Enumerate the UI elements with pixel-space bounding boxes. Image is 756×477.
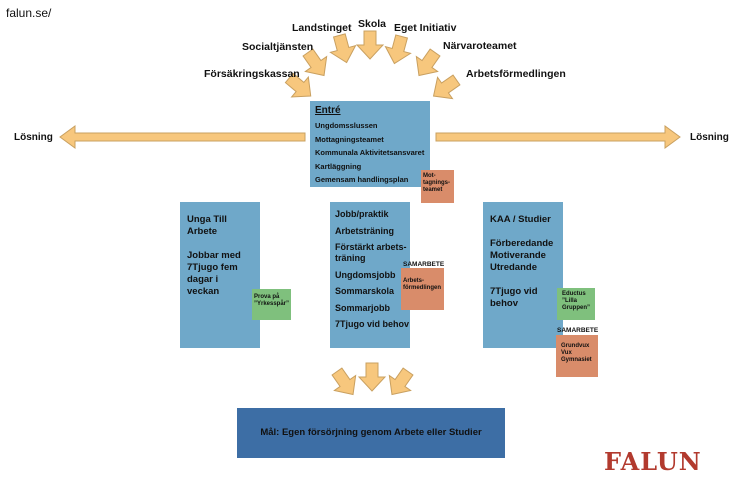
arrow-goal-left [325, 363, 365, 403]
source-landstinget: Landstinget [292, 22, 352, 34]
source-skola: Skola [358, 18, 387, 30]
entry-item: Kartläggning [315, 161, 362, 171]
grundvux-tag: Grundvux Vux Gymnasiet [556, 335, 598, 377]
entry-mottagningsteamet-tag: Mot- tagnings- teamet [421, 170, 454, 203]
arrow-goal-right [380, 363, 420, 403]
arrow-narvaroteamet [407, 44, 447, 84]
column-jobb-item: Förstärkt arbets- träning [335, 242, 407, 263]
url-label: falun.se/ [6, 6, 52, 20]
arrow-skola [356, 30, 384, 60]
goal-text: Mål: Egen försörjning genom Arbete eller… [260, 427, 482, 438]
column-kaa-studier: KAA / Studier Förberedande Motiverande U… [483, 202, 563, 348]
entry-item: Kommunala Aktivitetsansvaret [315, 148, 425, 157]
arrow-left-losning [59, 125, 306, 149]
arrow-goal-center [358, 362, 386, 392]
column-unga-text: Unga Till Arbete Jobbar med 7Tjugo fem d… [187, 214, 241, 297]
entry-item: Ungdomsslussen [315, 121, 378, 130]
column-jobb-item: 7Tjugo vid behov [335, 319, 410, 329]
prova-pa-tag: Prova på ”Yrkesspår” [252, 289, 291, 320]
source-forsakringskassan: Försäkringskassan [204, 68, 300, 80]
column-jobb-item: Jobb/praktik [335, 209, 389, 219]
column-jobb-item: Sommarjobb [335, 302, 391, 313]
entry-list: Ungdomsslussen Mottagningsteamet Kommuna… [315, 119, 424, 187]
entry-item: Gemensam handlingsplan [315, 175, 409, 184]
falun-logo: FALUN [604, 447, 702, 476]
samarbete-label-col3: SAMARBETE [557, 327, 599, 334]
arbetsformedlingen-tag: Arbets- förmedlingen [401, 268, 444, 310]
entry-item: Mottagningsteamet [315, 134, 384, 144]
arrow-eget-initiativ [381, 32, 415, 68]
source-arbetsformedlingen: Arbetsförmedlingen [466, 68, 566, 80]
eductus-tag: Eductus ”Lilla Gruppen” [557, 288, 595, 320]
entry-box: Entré Ungdomsslussen Mottagningsteamet K… [310, 101, 430, 187]
column-jobb-item: Sommarskola [335, 286, 395, 296]
column-jobb-item: Arbetsträning [335, 225, 395, 236]
column-jobb-item: Ungdomsjobb [335, 269, 396, 280]
source-narvaroteamet: Närvaroteamet [443, 40, 517, 52]
arrow-landstinget [326, 31, 360, 67]
arrow-right-losning [435, 125, 681, 149]
losning-left-label: Lösning [14, 132, 53, 143]
column-unga-till-arbete: Unga Till Arbete Jobbar med 7Tjugo fem d… [180, 202, 260, 348]
source-socialtjansten: Socialtjänsten [242, 41, 314, 53]
arrow-arbetsformedlingen [425, 68, 465, 108]
column-kaa-text: KAA / Studier Förberedande Motiverande U… [490, 214, 554, 309]
goal-box: Mål: Egen försörjning genom Arbete eller… [237, 408, 505, 458]
samarbete-label-col2: SAMARBETE [403, 261, 445, 268]
entry-title: Entré [315, 105, 341, 116]
losning-right-label: Lösning [690, 132, 729, 143]
source-eget-initiativ: Eget Initiativ [394, 22, 457, 34]
column-jobb-list: Jobb/praktik Arbetsträning Förstärkt arb… [335, 209, 409, 336]
column-jobb-praktik: Jobb/praktik Arbetsträning Förstärkt arb… [330, 202, 410, 348]
